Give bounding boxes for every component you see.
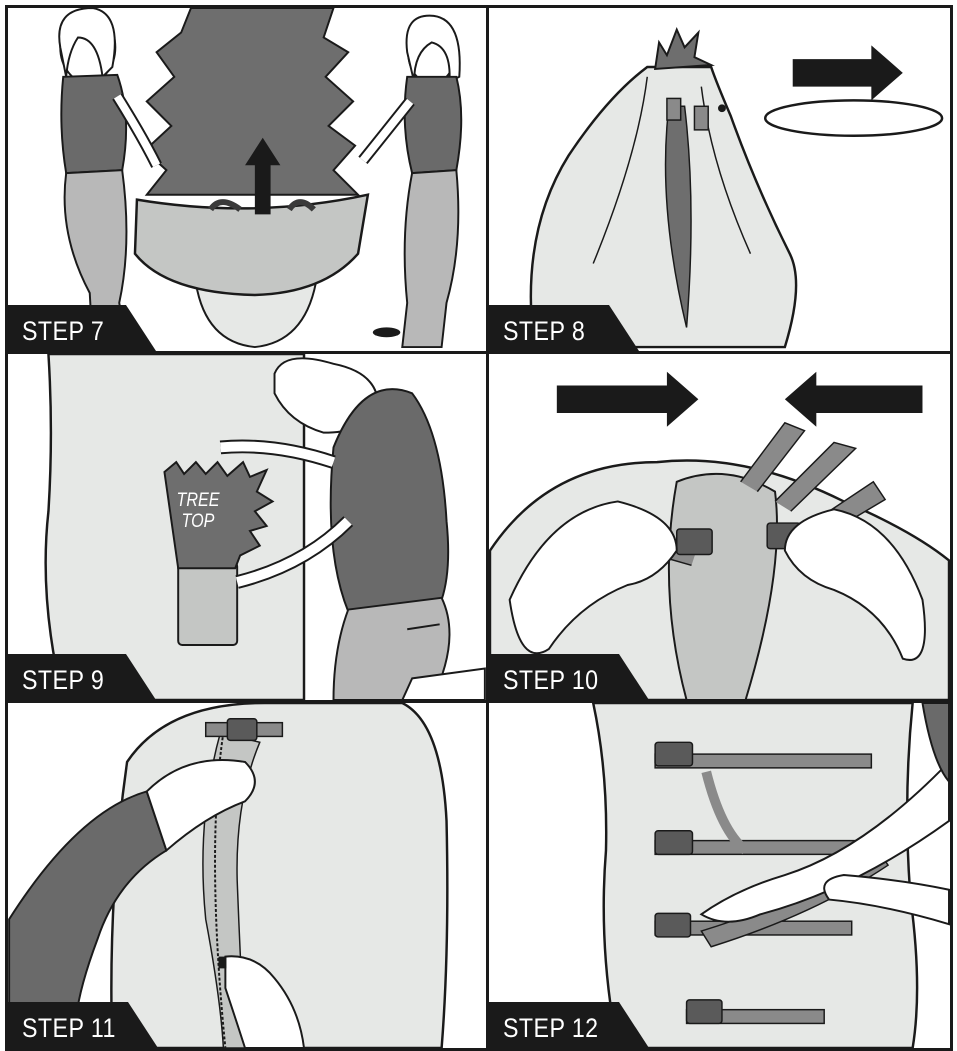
tree-top-annotation: TREE TOP [173,490,224,532]
step-11-tab: STEP 11 [8,1002,158,1048]
step-11-label: STEP 11 [22,1013,116,1044]
panel-step-11: STEP 11 [5,700,489,1051]
step-11-illustration [8,703,486,1048]
panel-step-10: STEP 10 [486,351,953,703]
step-8-label: STEP 8 [503,316,585,347]
panel-step-7: STEP 7 [5,5,489,354]
step-9-label: STEP 9 [22,665,104,696]
panel-step-12: STEP 12 [486,700,953,1051]
step-9-tab: STEP 9 [8,654,156,700]
step-7-illustration [8,8,486,351]
step-9-illustration [8,354,486,700]
step-10-illustration [489,354,950,700]
step-10-label: STEP 10 [503,665,599,696]
step-7-tab: STEP 7 [8,305,156,351]
tree-top-line-2: TOP [182,511,215,532]
panel-step-8: STEP 8 [486,5,953,354]
step-12-tab: STEP 12 [489,1002,649,1048]
step-8-illustration [489,8,950,351]
step-12-illustration [489,703,950,1048]
step-10-tab: STEP 10 [489,654,649,700]
step-8-tab: STEP 8 [489,305,639,351]
panel-step-9: TREE TOP STEP 9 [5,351,489,703]
step-7-label: STEP 7 [22,316,104,347]
step-12-label: STEP 12 [503,1013,599,1044]
tree-top-line-1: TREE [176,490,219,511]
